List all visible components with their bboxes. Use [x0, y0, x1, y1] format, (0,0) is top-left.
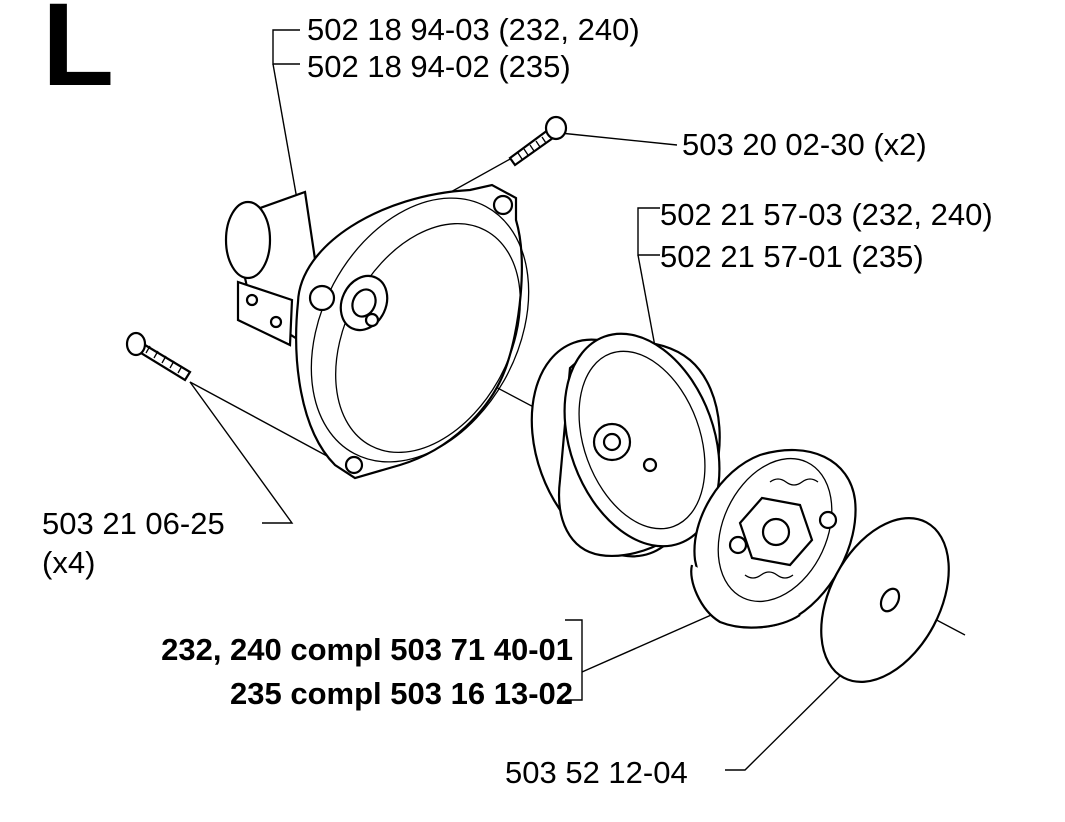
clutch-spring	[769, 478, 819, 486]
drum-label-bracket	[637, 207, 660, 256]
housing-mount-hole	[245, 293, 259, 307]
washer-hole	[879, 587, 901, 613]
top-screw	[508, 115, 568, 167]
housing-ear-hole	[308, 284, 336, 312]
housing-mount-hole-2	[269, 315, 283, 329]
housing-leader	[272, 63, 299, 206]
housing-flange	[295, 183, 523, 480]
drum-front-face	[563, 332, 721, 548]
clutch-spring-2	[744, 571, 794, 579]
housing-cylinder-end	[224, 200, 272, 280]
drum-inner-face	[578, 350, 706, 530]
label-clutch-232-240: 232, 240 compl 503 71 40-01	[161, 632, 573, 667]
label-screw-x2: 503 20 02-30 (x2)	[682, 127, 927, 162]
clutch-pivot	[728, 535, 748, 555]
clutch-pivot-2	[818, 510, 838, 530]
label-drum-235: 502 21 57-01 (235)	[660, 239, 924, 274]
clutch-inner-ring	[717, 457, 833, 603]
housing-ear-hole-3	[344, 455, 364, 475]
clutch-drum	[530, 332, 721, 558]
label-clutch-235: 235 compl 503 16 13-02	[230, 676, 573, 711]
drum-hub-bore	[602, 432, 622, 452]
clutch-shoe-rim	[690, 564, 801, 629]
section-letter: L	[42, 0, 114, 111]
clutch-hub-bore	[761, 517, 791, 547]
clutch-label-bracket	[565, 619, 583, 701]
label-washer: 503 52 12-04	[505, 755, 688, 790]
left-screw-leader	[189, 381, 294, 524]
label-housing-232-240: 502 18 94-03 (232, 240)	[307, 12, 640, 47]
washer	[820, 517, 950, 683]
part-labels: 502 18 94-03 (232, 240) 502 18 94-02 (23…	[42, 12, 993, 790]
label-screw-x4-part: 503 21 06-25	[42, 506, 225, 541]
housing-hub-bore	[351, 288, 377, 318]
clutch-leader	[581, 611, 719, 673]
top-screw-head	[544, 115, 568, 141]
housing-inner-rim	[310, 197, 530, 463]
housing-hub-pin	[364, 312, 380, 328]
housing-label-bracket	[272, 29, 300, 65]
label-housing-235: 502 18 94-02 (235)	[307, 49, 571, 84]
washer-leader	[725, 672, 844, 771]
housing-ear-hole-2	[492, 194, 514, 216]
drum-leader	[637, 254, 657, 353]
top-screw-leader	[559, 132, 678, 146]
clutch-housing	[224, 183, 530, 480]
left-screw	[125, 331, 192, 382]
left-screw-head	[125, 331, 147, 357]
left-screw-leader-2	[189, 381, 341, 464]
label-drum-232-240: 502 21 57-03 (232, 240)	[660, 197, 993, 232]
clutch-assembly	[690, 448, 857, 629]
drum-pin	[642, 457, 658, 473]
left-screw-thread-lines	[145, 345, 183, 374]
top-screw-thread-lines	[517, 136, 547, 160]
label-screw-x4-qty: (x4)	[42, 545, 95, 580]
